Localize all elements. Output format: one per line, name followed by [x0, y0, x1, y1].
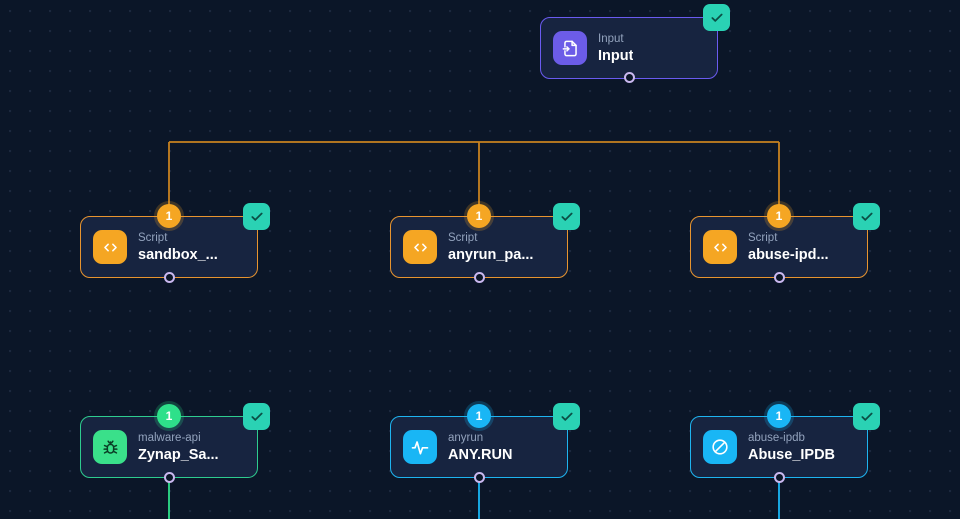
status-badge-abuse-ipdb[interactable] [853, 403, 880, 430]
port-malware-api-output[interactable] [164, 472, 175, 483]
node-subtitle: Script [138, 231, 168, 244]
node-title: abuse-ipd... [748, 246, 829, 263]
count-badge-value: 1 [475, 209, 483, 223]
count-badge-script-abuse-ipdb[interactable]: 1 [767, 204, 791, 228]
count-badge-value: 1 [165, 409, 173, 423]
port-script-sandbox-output[interactable] [164, 272, 175, 283]
node-title: Input [598, 47, 634, 64]
port-anyrun-output[interactable] [474, 472, 485, 483]
node-abuse-ipdb-text: abuse-ipdb Abuse_IPDB [748, 431, 835, 464]
node-title: anyrun_pa... [448, 246, 534, 263]
count-badge-script-sandbox[interactable]: 1 [157, 204, 181, 228]
count-badge-value: 1 [165, 209, 173, 223]
node-title: sandbox_... [138, 246, 218, 263]
status-badge-input[interactable] [703, 4, 730, 31]
count-badge-abuse-ipdb[interactable]: 1 [767, 404, 791, 428]
code-brackets-icon [93, 230, 127, 264]
code-brackets-icon [403, 230, 437, 264]
node-title: Abuse_IPDB [748, 446, 836, 463]
port-input-output[interactable] [624, 72, 635, 83]
node-subtitle: Script [748, 231, 778, 244]
document-import-icon [553, 31, 587, 65]
node-script-sandbox[interactable]: Script sandbox_... [80, 216, 258, 278]
node-title: ANY.RUN [448, 446, 513, 463]
node-input-text: Input Input [598, 32, 633, 65]
node-input[interactable]: Input Input [540, 17, 718, 79]
code-brackets-icon [703, 230, 737, 264]
status-badge-script-anyrun[interactable] [553, 203, 580, 230]
node-script-sandbox-text: Script sandbox_... [138, 231, 218, 264]
count-badge-script-anyrun[interactable]: 1 [467, 204, 491, 228]
node-malware-api[interactable]: malware-api Zynap_Sa... [80, 416, 258, 478]
node-subtitle: Script [448, 231, 478, 244]
count-badge-value: 1 [775, 409, 783, 423]
count-badge-anyrun[interactable]: 1 [467, 404, 491, 428]
node-malware-api-text: malware-api Zynap_Sa... [138, 431, 219, 464]
ban-circle-icon [703, 430, 737, 464]
pulse-wave-icon [403, 430, 437, 464]
port-script-abuse-ipdb-output[interactable] [774, 272, 785, 283]
node-subtitle: abuse-ipdb [748, 431, 805, 444]
count-badge-value: 1 [775, 209, 783, 223]
status-badge-malware-api[interactable] [243, 403, 270, 430]
node-title: Zynap_Sa... [138, 446, 219, 463]
status-badge-anyrun[interactable] [553, 403, 580, 430]
count-badge-malware-api[interactable]: 1 [157, 404, 181, 428]
node-subtitle: anyrun [448, 431, 484, 444]
port-abuse-ipdb-output[interactable] [774, 472, 785, 483]
status-badge-script-sandbox[interactable] [243, 203, 270, 230]
port-script-anyrun-output[interactable] [474, 272, 485, 283]
node-subtitle: malware-api [138, 431, 201, 444]
node-script-abuse-ipdb-text: Script abuse-ipd... [748, 231, 829, 264]
count-badge-value: 1 [475, 409, 483, 423]
node-subtitle: Input [598, 32, 624, 45]
node-script-anyrun-text: Script anyrun_pa... [448, 231, 533, 264]
node-anyrun-text: anyrun ANY.RUN [448, 431, 512, 464]
bug-icon [93, 430, 127, 464]
status-badge-script-abuse-ipdb[interactable] [853, 203, 880, 230]
